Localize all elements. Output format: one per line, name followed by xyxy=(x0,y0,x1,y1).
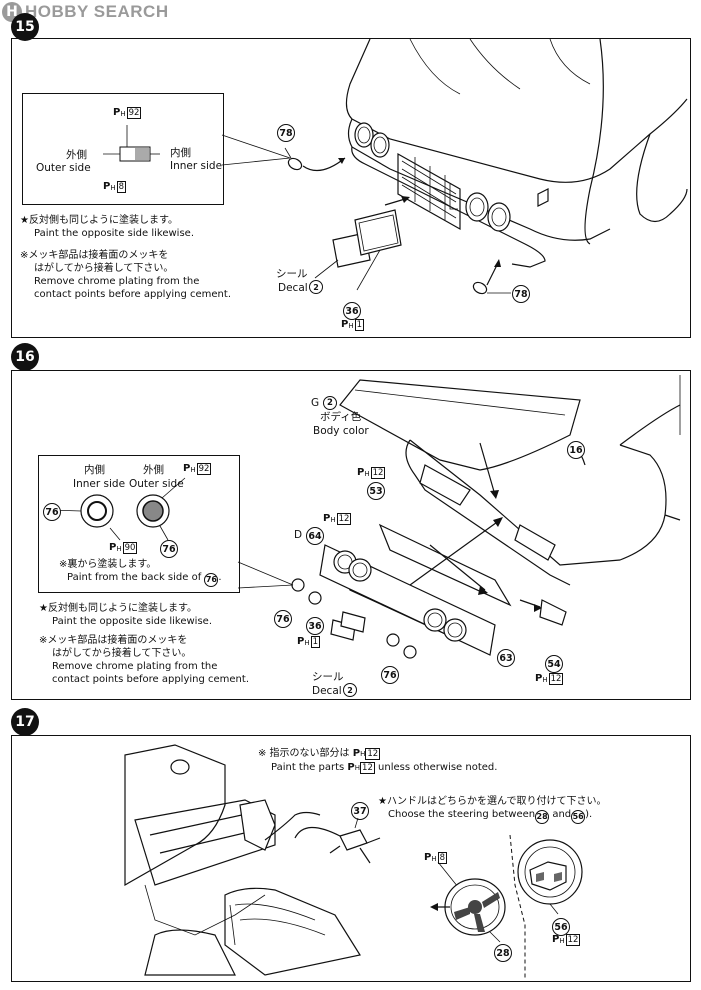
g-num-16: 2 xyxy=(323,396,337,410)
step-17-number: 17 xyxy=(11,708,39,736)
part-63-callout: 63 xyxy=(497,649,515,667)
paint-detail-frame-16 xyxy=(38,455,240,593)
decal-num-15: 2 xyxy=(309,280,323,294)
callout-line-15 xyxy=(221,134,291,166)
part-78-lens-a xyxy=(284,147,346,172)
decal-leader-15 xyxy=(314,259,339,279)
outer-side-jp-16: 外側 xyxy=(143,464,164,476)
g-label-16: G xyxy=(311,397,320,409)
steering-wheel-28 xyxy=(430,861,506,943)
decal-en-16: Decal xyxy=(312,685,342,697)
part-78-callout-a: 78 xyxy=(277,124,295,142)
part-76-callout-d: 76 xyxy=(381,666,399,684)
interior-dashboard-illustration xyxy=(124,744,361,976)
steering-wheel-56 xyxy=(517,839,583,915)
note-chrome-jp2-16: はがしてから接着して下さい。 xyxy=(52,648,192,659)
part-76-callout-a: 76 xyxy=(43,503,61,521)
note-opposite-en-15: Paint the opposite side likewise. xyxy=(34,228,194,239)
part-37-part xyxy=(294,817,381,864)
step-16-number: 16 xyxy=(11,343,39,371)
d-num-16: 64 xyxy=(306,527,324,545)
note-chrome-en2-16: contact points before applying cement. xyxy=(52,674,249,685)
decal-num-16: 2 xyxy=(343,683,357,697)
lens-swatch-15 xyxy=(103,125,160,162)
grille-decal-part xyxy=(332,196,410,291)
note-chrome-en1-16: Remove chrome plating from the xyxy=(52,661,218,672)
part-76-callout-b: 76 xyxy=(160,540,178,558)
note-chrome-jp2-15: はがしてから接着して下さい。 xyxy=(34,263,174,274)
d-label-16: D xyxy=(294,529,303,541)
inner-side-en-16: Inner side xyxy=(73,478,126,490)
part-78-lens-b xyxy=(472,259,511,295)
part-54-callout: 54 xyxy=(545,655,563,673)
note-steering-jp-17: ★ハンドルはどちらかを選んで取り付けて下さい。 xyxy=(378,796,607,807)
lamp-rings-16 xyxy=(49,477,186,541)
part-36-callout-16: 36 xyxy=(306,617,324,635)
steering-option-divider xyxy=(509,834,526,980)
part-76-callout-c: 76 xyxy=(274,610,292,628)
body-color-jp-16: ボディ色 xyxy=(320,411,362,423)
note-chrome-jp1-15: ※メッキ部品は接着面のメッキを xyxy=(20,250,169,261)
note-opposite-en-16: Paint the opposite side likewise. xyxy=(52,616,212,627)
outer-side-en-15: Outer side xyxy=(36,162,91,174)
part-37-callout: 37 xyxy=(351,802,369,820)
outer-side-en-16: Outer side xyxy=(129,478,184,490)
back-paint-en-16: Paint from the back side of 76. xyxy=(67,571,222,587)
logo-text: HOBBY SEARCH xyxy=(25,2,169,21)
note-opposite-jp-15: ★反対側も同じように塗装します。 xyxy=(20,215,178,226)
body-color-en-16: Body color xyxy=(313,425,369,437)
part-36-callout-15: 36 xyxy=(343,302,361,320)
part-53-callout: 53 xyxy=(367,482,385,500)
part-78-callout-b: 78 xyxy=(512,285,530,303)
decal-en-15: Decal xyxy=(278,282,308,294)
part-56-callout: 56 xyxy=(552,918,570,936)
note-opposite-jp-16: ★反対側も同じように塗装します。 xyxy=(39,603,197,614)
step-15-number: 15 xyxy=(11,13,39,41)
inner-side-jp-16: 内側 xyxy=(84,464,105,476)
callout-line-16 xyxy=(237,561,294,589)
back-paint-jp-16: ※裏から塗装します。 xyxy=(59,559,157,570)
decal-jp-15: シール xyxy=(276,268,308,280)
decal-jp-16: シール xyxy=(312,671,344,683)
car-front-illustration xyxy=(345,38,688,268)
hobby-search-logo: H HOBBY SEARCH xyxy=(2,2,169,22)
note-chrome-en1-15: Remove chrome plating from the xyxy=(34,276,200,287)
note-chrome-en2-15: contact points before applying cement. xyxy=(34,289,231,300)
part-28-callout: 28 xyxy=(494,944,512,962)
tail-lamp-panel xyxy=(291,544,496,659)
part-16-callout: 16 xyxy=(567,441,585,459)
note-steering-en-17: Choose the steering between28 and56). xyxy=(388,808,592,824)
outer-side-jp-15: 外側 xyxy=(66,149,87,161)
inner-side-jp-15: 内側 xyxy=(170,147,191,159)
note-chrome-jp1-16: ※メッキ部品は接着面のメッキを xyxy=(39,635,188,646)
inner-side-en-15: Inner side xyxy=(170,160,223,172)
